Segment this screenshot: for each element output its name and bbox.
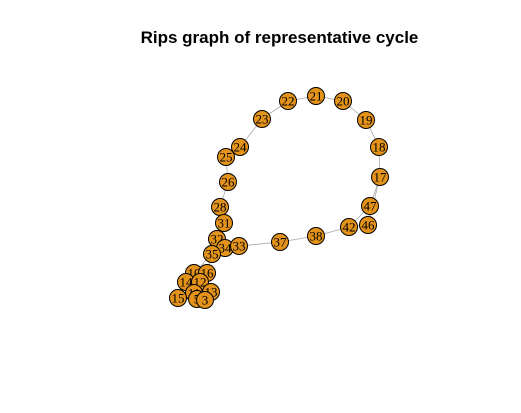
graph-node-28: 28 [211, 198, 229, 216]
graph-node-circle [219, 173, 237, 191]
graph-node-circle [169, 289, 187, 307]
graph-node-46: 46 [359, 216, 377, 234]
graph-node-23: 23 [253, 110, 271, 128]
graph-node-47: 47 [361, 197, 379, 215]
graph-node-label: 26 [222, 175, 236, 190]
graph-node-circle [307, 87, 325, 105]
graph-node-label: 19 [360, 113, 373, 128]
graph-node-15: 15 [169, 289, 187, 307]
graph-node-circle [271, 233, 289, 251]
graph-node-circle [203, 245, 221, 263]
graph-node-label: 33 [233, 239, 246, 254]
graph-node-circle [196, 291, 214, 309]
graph-node-label: 46 [362, 218, 376, 233]
graph-node-label: 47 [364, 199, 378, 214]
graph-node-label: 25 [220, 150, 233, 165]
graph-node-19: 19 [357, 111, 375, 129]
graph-node-22: 22 [279, 92, 297, 110]
graph-node-circle [230, 237, 248, 255]
graph-node-17: 17 [371, 168, 389, 186]
graph-node-circle [340, 218, 358, 236]
graph-node-circle [217, 148, 235, 166]
graph-node-label: 17 [374, 170, 388, 185]
graph-node-circle [231, 138, 249, 156]
graph-node-label: 15 [172, 291, 185, 306]
graph-node-circle [334, 92, 352, 110]
graph-node-label: 18 [373, 140, 386, 155]
graph-node-circle [371, 168, 389, 186]
chart-title: Rips graph of representative cycle [140, 28, 419, 47]
graph-node-18: 18 [370, 138, 388, 156]
graph-node-label: 22 [282, 94, 295, 109]
graph-node-circle [279, 92, 297, 110]
graph-node-37: 37 [271, 233, 289, 251]
graph-node-label: 37 [274, 235, 288, 250]
graph-node-label: 28 [214, 200, 227, 215]
graph-node-35: 35 [203, 245, 221, 263]
graph-node-31: 31 [215, 214, 233, 232]
graph-node-26: 26 [219, 173, 237, 191]
graph-node-20: 20 [334, 92, 352, 110]
graph-node-circle [307, 227, 325, 245]
graph-node-circle [370, 138, 388, 156]
graph-node-21: 21 [307, 87, 325, 105]
graph-node-3: 3 [196, 291, 214, 309]
graph-node-label: 38 [310, 229, 323, 244]
graph-node-label: 35 [206, 247, 219, 262]
graph-node-circle [357, 111, 375, 129]
graph-node-25: 25 [217, 148, 235, 166]
graph-node-38: 38 [307, 227, 325, 245]
graph-node-circle [359, 216, 377, 234]
graph-node-circle [361, 197, 379, 215]
graph-node-label: 24 [234, 140, 248, 155]
graph-node-label: 23 [256, 112, 269, 127]
graph-node-label: 20 [337, 94, 350, 109]
graph-node-label: 3 [202, 293, 209, 308]
graph-node-33: 33 [230, 237, 248, 255]
graph-node-label: 34 [219, 241, 233, 256]
graph-node-circle [253, 110, 271, 128]
graph-node-label: 21 [310, 89, 323, 104]
graph-node-42: 42 [340, 218, 358, 236]
graph-node-circle [215, 214, 233, 232]
graph-node-24: 24 [231, 138, 249, 156]
graph-node-label: 31 [218, 216, 231, 231]
graph-node-label: 42 [343, 220, 356, 235]
